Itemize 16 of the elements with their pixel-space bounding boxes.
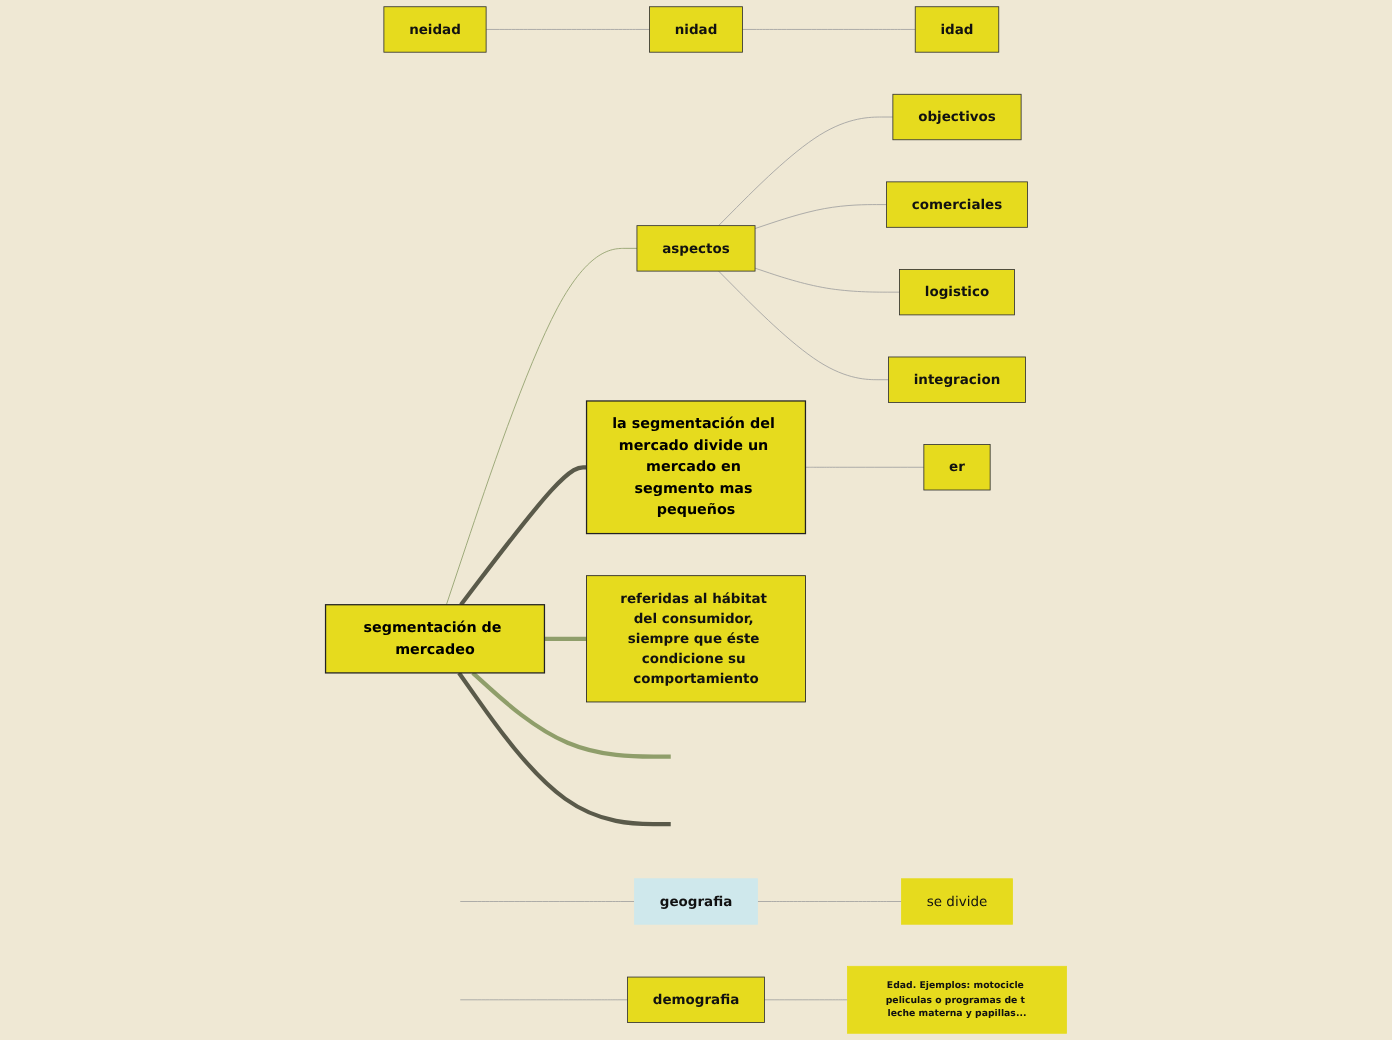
connector-line (754, 204, 887, 229)
connector-line (445, 247, 638, 606)
connector-line (544, 636, 587, 641)
connector-line (459, 901, 635, 902)
connector-line (459, 465, 587, 606)
connector-line (805, 466, 925, 468)
connector-line (718, 116, 894, 227)
connector-line (471, 671, 671, 759)
connector-line (764, 999, 848, 1001)
connector-line (485, 29, 650, 30)
connector-line (754, 267, 900, 293)
connector-line (718, 270, 889, 381)
connector-line (742, 29, 916, 30)
connector-line (457, 671, 671, 827)
connector-line (459, 999, 628, 1001)
connector-line (757, 901, 902, 902)
